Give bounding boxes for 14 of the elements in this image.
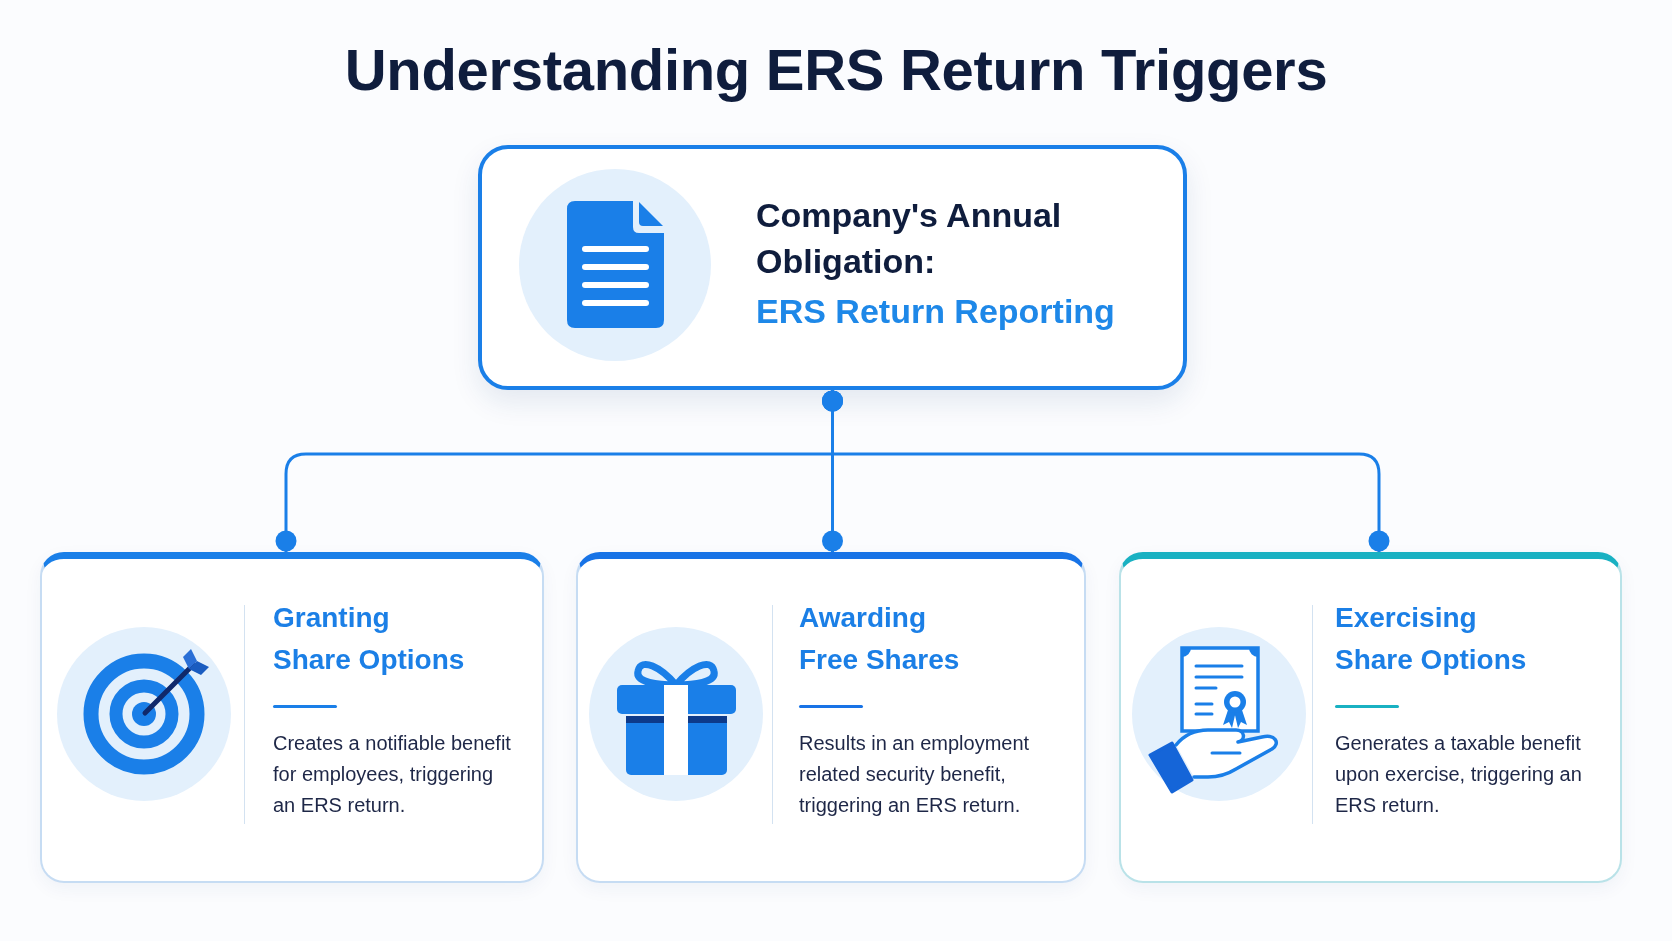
card-title: Granting Share Options: [273, 601, 466, 677]
trigger-card: [40, 552, 544, 883]
trigger-card: [576, 552, 1086, 883]
card-description: Generates a taxable benefit upon exercise, triggering an ERS return.: [1335, 731, 1583, 818]
box-subheading: ERS Return Reporting: [756, 291, 1115, 332]
box-heading: Company's Annual Obligation:: [756, 195, 1063, 282]
obligation-box: [478, 145, 1187, 390]
connector-line: [822, 390, 1390, 552]
trigger-card: [1119, 552, 1622, 883]
card-title: Awarding Free Shares: [799, 601, 961, 677]
card-title: Exercising Share Options: [1335, 601, 1528, 677]
card-description: Creates a notifiable benefit for employees, triggering an ERS return.: [273, 731, 512, 818]
diagram-title: Understanding ERS Return Triggers: [344, 37, 1328, 103]
card-description: Results in an employment related security benefit, triggering an ERS return.: [799, 731, 1031, 818]
